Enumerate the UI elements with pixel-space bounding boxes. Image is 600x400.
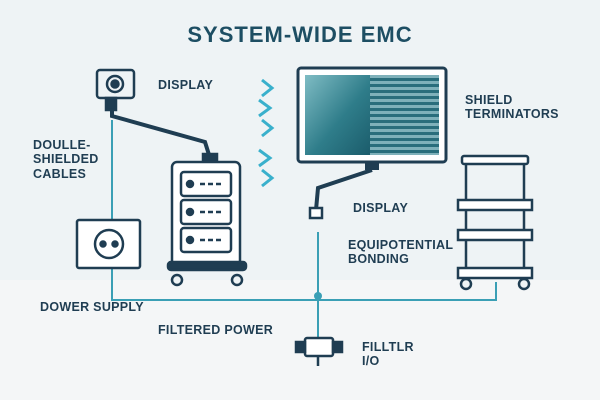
label-dower-supply: DOWER SUPPLY [40,300,144,314]
label-display-bottom: DISPLAY [353,201,409,215]
label-shield-terminators: SHIELD TERMINATORS [465,93,559,122]
cart-icon [456,154,534,291]
diagram-title: SYSTEM-WIDE EMC [187,22,413,47]
emi-wave-icon [258,78,275,188]
label-display-top: DISPLAY [158,78,214,92]
label-filltlr-io: FILLTLR I/O [362,340,414,369]
label-equipotential-bonding: EQUIPOTENTIAL BONDING [348,238,454,267]
equipment-rack-icon [166,160,248,287]
cable-bus [318,282,497,301]
power-outlet-icon [75,218,142,270]
label-doulle-shielded-cables: DOULLE- SHIELDED CABLES [33,138,99,181]
cable-left-vertical [111,120,318,301]
camera-icon [95,68,219,164]
io-filter-icon [294,336,344,366]
cable-lines [111,120,497,340]
bonding-junction-dot [314,292,322,300]
label-filtered-power: FILTERED POWER [158,323,274,337]
display-monitor-icon [296,66,448,220]
